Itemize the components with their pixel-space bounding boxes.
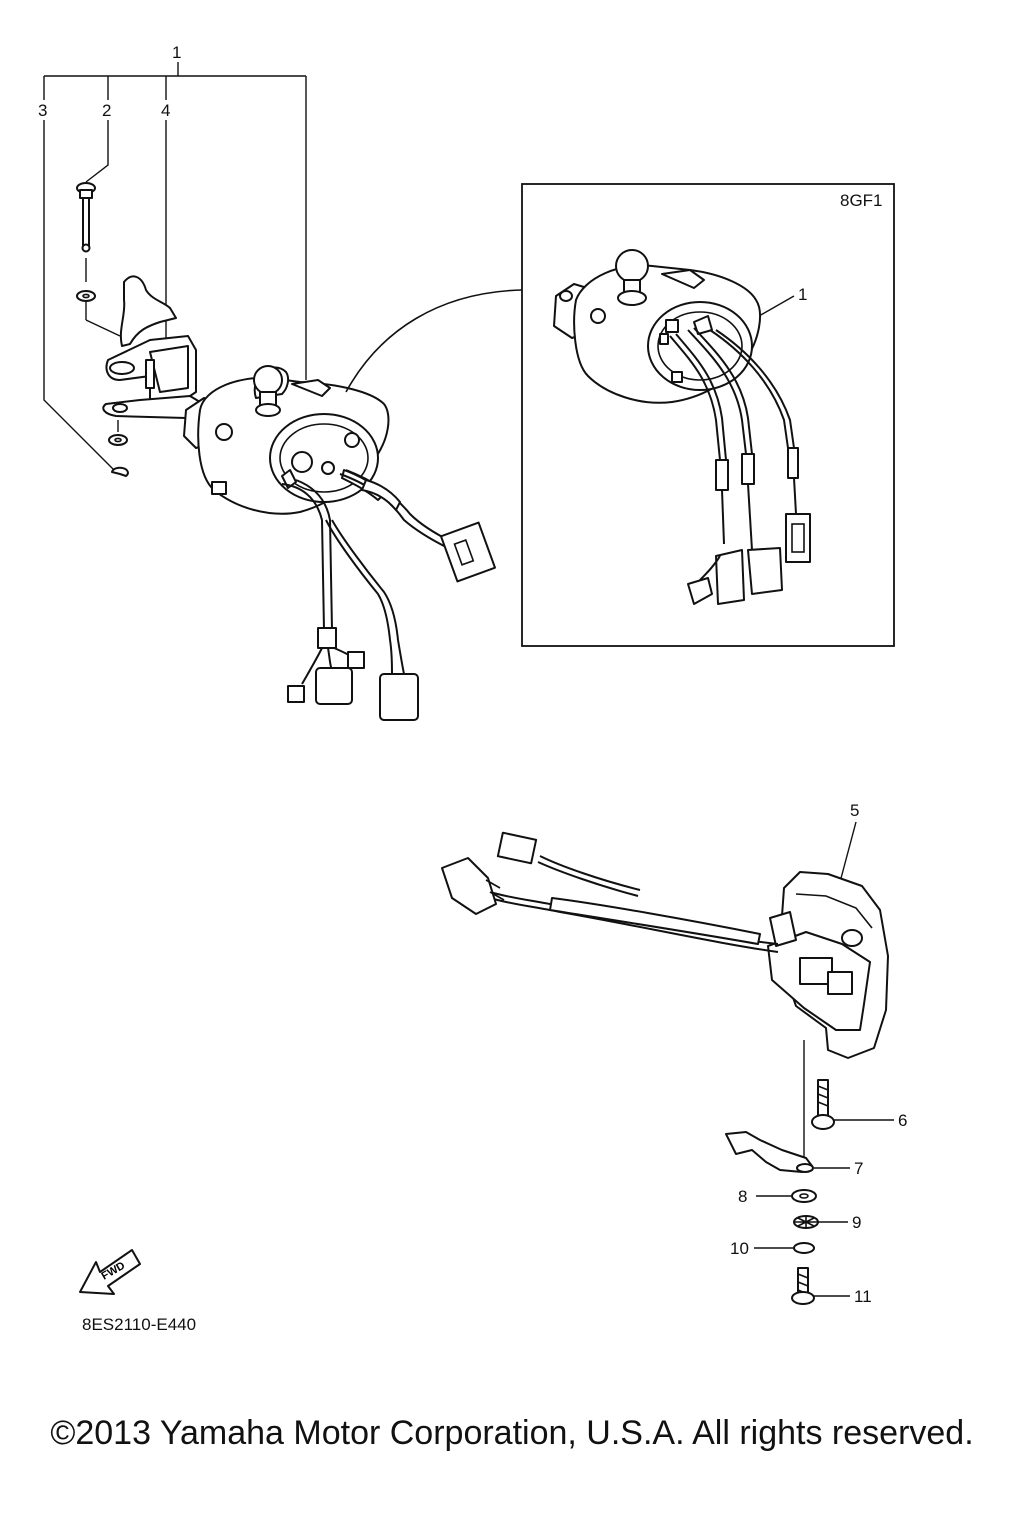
callout-5: 5 (850, 801, 859, 820)
wire-harness-part-5 (441, 831, 779, 953)
callout-1: 1 (172, 43, 181, 62)
callout-11: 11 (854, 1287, 872, 1306)
washer-part (108, 434, 128, 446)
fasteners-group: 6 7 8 9 10 11 (725, 1040, 907, 1306)
inset-callout-1: 1 (798, 285, 807, 304)
callout-4: 4 (161, 101, 170, 120)
switch-assembly-main (183, 365, 390, 515)
clip-part (111, 466, 129, 477)
callout-7: 7 (854, 1159, 863, 1178)
callout-6: 6 (898, 1111, 907, 1130)
copyright-notice: ©2013 Yamaha Motor Corporation, U.S.A. A… (50, 1414, 974, 1452)
callout-bracket-1: 1 3 2 4 (38, 43, 307, 473)
callout-10: 10 (730, 1239, 749, 1258)
callout-9: 9 (852, 1213, 861, 1232)
detail-connector-line (345, 289, 523, 393)
diagram-code: 8ES2110-E440 (82, 1315, 196, 1334)
callout-8: 8 (738, 1187, 747, 1206)
inset-box-8gf1: 8GF1 1 (521, 183, 895, 647)
callout-2: 2 (102, 101, 111, 120)
throttle-lever-part (102, 275, 201, 419)
pin-part (76, 182, 96, 282)
forward-arrow-icon: FWD (79, 1249, 141, 1295)
inset-label: 8GF1 (840, 191, 883, 210)
washer-part (76, 290, 96, 302)
switch-housing-part-5: 5 (767, 801, 889, 1059)
callout-3: 3 (38, 101, 47, 120)
wire-harness-main (281, 469, 497, 721)
